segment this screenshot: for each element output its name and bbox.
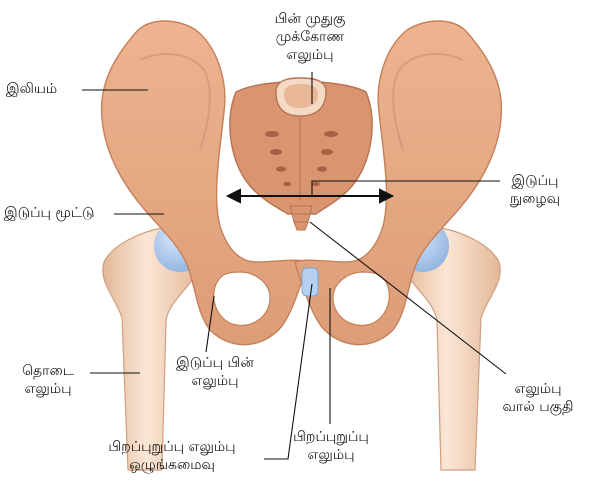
label-pubis-line2: எலும்பு bbox=[276, 446, 386, 464]
label-pelvic-inlet-line2: நுழைவு bbox=[500, 190, 570, 208]
label-pubis-line1: பிறப்புறுப்பு bbox=[276, 428, 386, 446]
label-femur: தொடை எலும்பு bbox=[8, 362, 88, 398]
label-femur-line2: எலும்பு bbox=[8, 380, 88, 398]
label-ischium-line2: எலும்பு bbox=[160, 372, 270, 390]
label-pelvic-inlet: இடுப்பு நுழைவு bbox=[500, 172, 570, 208]
label-pubic-symphysis-line1: பிறப்புறுப்பு எலும்பு bbox=[82, 438, 262, 456]
sacrum bbox=[230, 78, 372, 214]
pubic-symphysis-cartilage bbox=[302, 268, 318, 296]
label-ilium: இலியம் bbox=[6, 80, 57, 98]
label-coccyx-line2: வால் பகுதி bbox=[488, 398, 588, 416]
label-ischium: இடுப்பு பின் எலும்பு bbox=[160, 354, 270, 390]
label-ischium-line1: இடுப்பு பின் bbox=[160, 354, 270, 372]
label-pubis: பிறப்புறுப்பு எலும்பு bbox=[276, 428, 386, 464]
label-coccyx-line1: எலும்பு bbox=[488, 380, 588, 398]
label-hip-joint: இடுப்பு மூட்டு bbox=[4, 204, 95, 222]
label-sacrum-line2: முக்கோண bbox=[250, 28, 370, 46]
label-pubic-symphysis: பிறப்புறுப்பு எலும்பு ஒழுங்கமைவு bbox=[82, 438, 262, 474]
label-coccyx: எலும்பு வால் பகுதி bbox=[488, 380, 588, 416]
label-sacrum-line1: பின் முதுகு bbox=[250, 10, 370, 28]
coccyx bbox=[290, 206, 312, 230]
label-pelvic-inlet-line1: இடுப்பு bbox=[500, 172, 570, 190]
label-sacrum: பின் முதுகு முக்கோண எலும்பு bbox=[250, 10, 370, 64]
label-femur-line1: தொடை bbox=[8, 362, 88, 380]
label-sacrum-line3: எலும்பு bbox=[250, 46, 370, 64]
label-pubic-symphysis-line2: ஒழுங்கமைவு bbox=[82, 456, 262, 474]
